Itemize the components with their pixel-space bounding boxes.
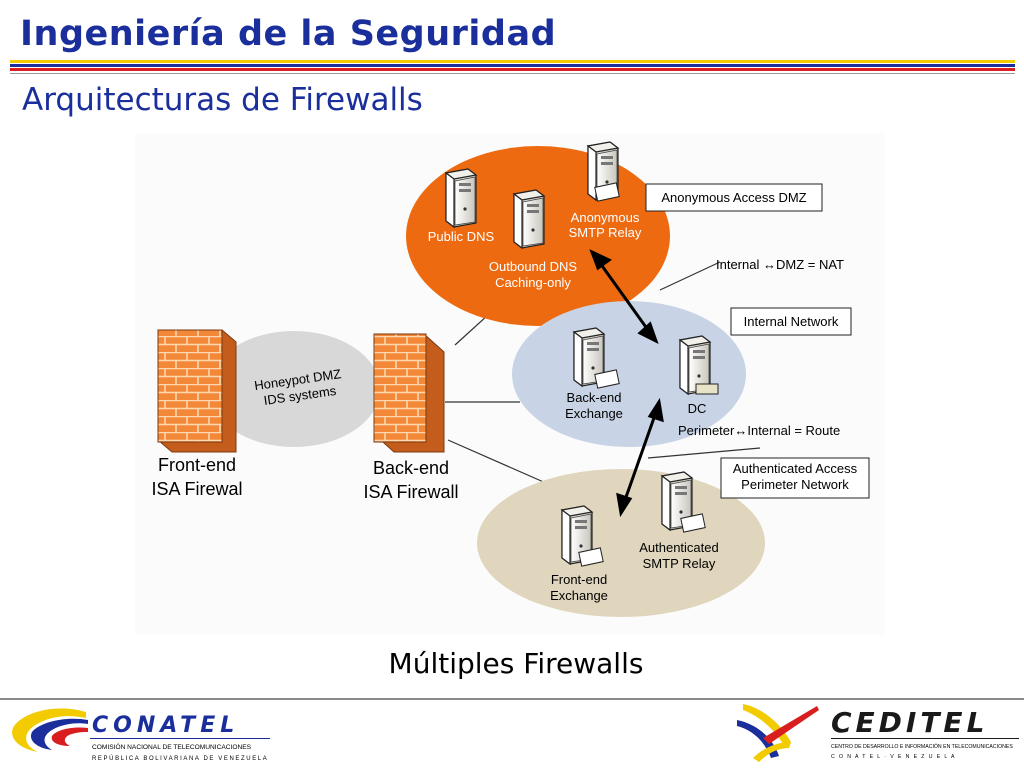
authenticated-access-box [720, 457, 870, 499]
authenticated-perimeter-zone [477, 469, 765, 617]
conatel-wordmark: CONATEL [92, 713, 239, 738]
frontend-exchange-label-1: Front-end [551, 572, 607, 587]
backend-exchange-label-1: Back-end [567, 390, 622, 405]
conatel-line1: COMISIÓN NACIONAL DE TELECOMUNICACIONES [92, 742, 252, 751]
public-dns-server-icon [445, 168, 477, 228]
dc-label: DC [688, 401, 707, 416]
celitel-line2: C O N A T E L · V E N E Z U E L A [831, 754, 956, 760]
internal-dmz-nat-label: Internal ↔DMZ = NAT [716, 257, 844, 272]
footer-divider [0, 698, 1024, 700]
back-end-firewall-icon [373, 333, 445, 453]
celitel-logo: CEDITEL CENTRO DE DESARROLLO E INFORMACI… [733, 698, 1023, 768]
internal-network-box [730, 307, 852, 336]
outbound-dns-server-icon [513, 189, 545, 249]
auth-smtp-label-2: SMTP Relay [643, 556, 716, 571]
front-end-firewall-label-1: Front-end [158, 455, 236, 475]
nat-arrow [589, 249, 659, 345]
perimeter-internal-route-label: Perimeter↔Internal = Route [678, 423, 840, 438]
celitel-line1: CENTRO DE DESARROLLO E INFORMACIÓN EN TE… [831, 743, 1013, 750]
smtp-relay-label-2: SMTP Relay [569, 225, 642, 240]
outbound-dns-label-1: Outbound DNS [489, 259, 577, 274]
backend-exchange-label-2: Exchange [565, 406, 623, 421]
route-arrow [616, 397, 664, 518]
front-end-firewall-icon [157, 329, 237, 453]
authenticated-access-label-2: Perimeter Network [741, 477, 849, 492]
network-diagram: Anonymous Access DMZ Internal Network Au… [135, 133, 885, 635]
authenticated-access-label-1: Authenticated Access [733, 461, 858, 476]
internal-network-zone [512, 301, 746, 447]
stripe-gray [10, 73, 1015, 74]
stripe-red [10, 68, 1015, 71]
outbound-dns-label-2: Caching-only [495, 275, 571, 290]
smtp-relay-label-1: Anonymous [571, 210, 640, 225]
anonymous-access-box [645, 183, 823, 212]
conatel-logo: CONATEL COMISIÓN NACIONAL DE TELECOMUNIC… [8, 704, 278, 764]
back-end-firewall-label-1: Back-end [373, 458, 449, 478]
anonymous-access-label: Anonymous Access DMZ [661, 190, 806, 205]
diagram-caption: Múltiples Firewalls [388, 647, 644, 680]
stripe-blue [10, 64, 1015, 67]
page-title: Ingeniería de la Seguridad [20, 14, 557, 54]
auth-smtp-label-1: Authenticated [639, 540, 719, 555]
honeypot-dmz-zone [208, 331, 380, 447]
celitel-wordmark: CEDITEL [831, 706, 988, 739]
page-subtitle: Arquitecturas de Firewalls [22, 82, 423, 118]
frontend-exchange-label-2: Exchange [550, 588, 608, 603]
conatel-line2: REPÚBLICA BOLIVARIANA DE VENEZUELA [92, 755, 268, 762]
back-end-firewall-label-2: ISA Firewall [363, 482, 458, 502]
internal-network-label: Internal Network [744, 314, 839, 329]
front-end-firewall-label-2: ISA Firewal [151, 479, 242, 499]
public-dns-label: Public DNS [428, 229, 495, 244]
stripe-yellow [10, 60, 1015, 63]
